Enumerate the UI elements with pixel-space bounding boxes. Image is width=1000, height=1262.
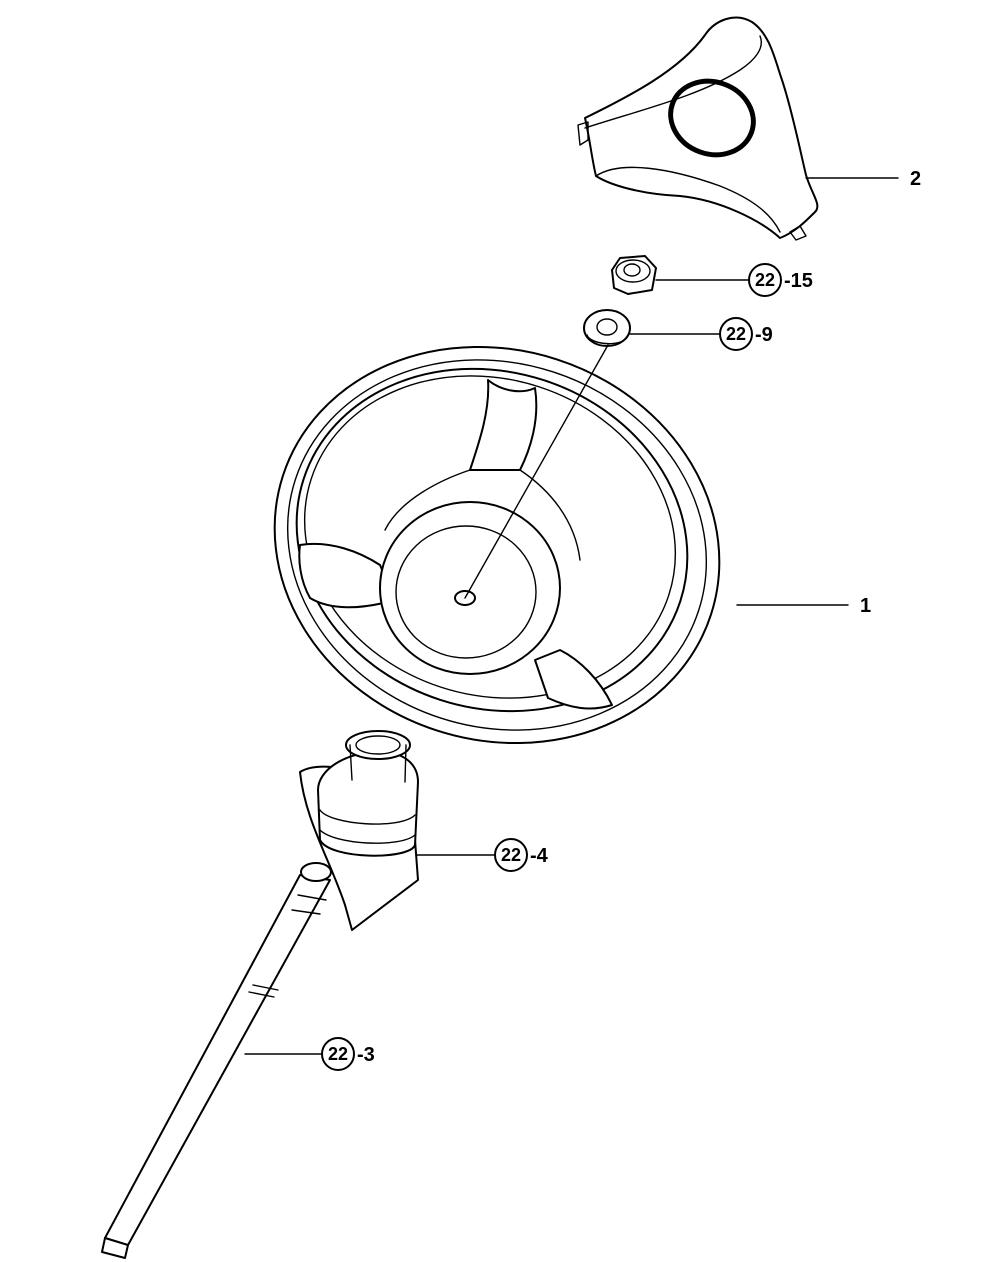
- callout-suffix: -15: [784, 270, 813, 292]
- column-boot-part[interactable]: [299, 730, 419, 931]
- callout-steering-shaft: 22 -3: [321, 1037, 375, 1071]
- callout-circle-number: 22: [328, 1044, 348, 1064]
- steering-wheel-part[interactable]: [223, 290, 771, 800]
- callout-suffix: -4: [530, 845, 549, 867]
- callout-number: 1: [860, 595, 871, 617]
- horn-pad-part[interactable]: [577, 16, 819, 241]
- callout-number: 2: [910, 168, 921, 190]
- assembly-axis-line: [464, 344, 609, 599]
- callout-suffix: -9: [755, 324, 773, 346]
- washer-part[interactable]: [583, 309, 631, 347]
- callout-horn-pad: 2: [910, 168, 921, 190]
- callout-nut: 22 -15: [748, 263, 813, 297]
- callout-column-boot: 22 -4: [494, 838, 549, 872]
- callout-circle-number: 22: [726, 324, 746, 344]
- steering-shaft-part[interactable]: [101, 862, 332, 1259]
- callout-circle-number: 22: [501, 845, 521, 865]
- callout-suffix: -3: [357, 1044, 375, 1066]
- callout-washer: 22 -9: [719, 317, 773, 351]
- nut-part[interactable]: [611, 255, 657, 295]
- callout-steering-wheel: 1: [860, 595, 871, 617]
- callout-circle-number: 22: [755, 270, 775, 290]
